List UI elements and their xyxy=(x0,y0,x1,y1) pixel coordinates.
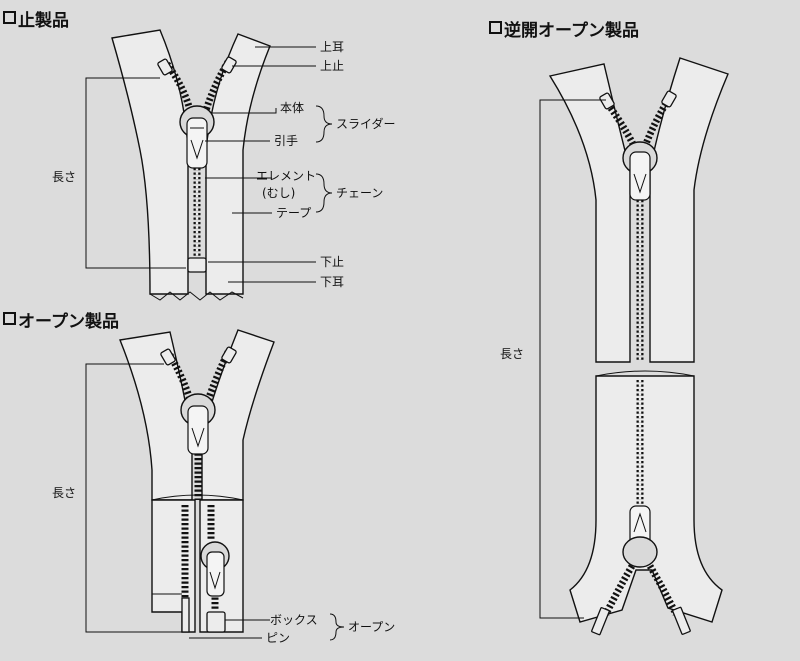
closed-slider xyxy=(179,105,215,169)
label-element: エレメント xyxy=(256,169,316,183)
reverse-title: 逆開オープン製品 xyxy=(504,20,639,41)
open-length-label: 長さ xyxy=(52,486,76,500)
open-title-box-icon xyxy=(3,312,16,325)
label-pull-tab: 引手 xyxy=(274,134,298,148)
label-body: 本体 xyxy=(280,101,304,115)
open-slider-upper xyxy=(180,393,216,455)
closed-length-label: 長さ xyxy=(52,170,76,184)
open-title: オープン製品 xyxy=(18,311,119,332)
closed-length-bracket xyxy=(85,77,186,269)
label-top-stop: 上止 xyxy=(320,59,344,73)
closed-title-box-icon xyxy=(3,11,16,24)
reverse-title-box-icon xyxy=(489,21,502,34)
bottom-stop xyxy=(187,257,207,273)
open-zipper-section: オープン製品 長 xyxy=(3,311,395,645)
closed-tape xyxy=(111,29,189,295)
reverse-slider-top xyxy=(622,141,658,201)
reverse-length-label: 長さ xyxy=(500,347,524,361)
label-bottom-end: 下耳 xyxy=(320,275,344,289)
reverse-length-bracket xyxy=(539,99,606,619)
closed-title: 止製品 xyxy=(18,10,69,31)
open-length-bracket xyxy=(85,363,182,633)
open-slider-lower xyxy=(200,541,230,597)
label-chain: チェーン xyxy=(336,186,383,200)
top-stop-left xyxy=(157,58,173,76)
pin-part xyxy=(181,597,190,633)
closed-tape-right xyxy=(205,33,271,295)
top-stop-right xyxy=(221,56,237,74)
label-open-part: オープン xyxy=(348,620,395,634)
label-slider: スライダー xyxy=(336,116,396,131)
label-bottom-stop: 下止 xyxy=(320,255,344,269)
closed-zipper-section: 止製品 長さ xyxy=(3,10,396,301)
label-top-end: 上耳 xyxy=(320,40,344,54)
box-part xyxy=(206,611,226,633)
label-tape: テープ xyxy=(276,206,311,220)
reverse-open-zipper-section: 逆開オープン製品 xyxy=(489,20,729,636)
label-pin: ピン xyxy=(266,631,290,645)
label-element-sub: (むし) xyxy=(262,186,295,200)
reverse-slider-bottom xyxy=(622,505,658,568)
label-box: ボックス xyxy=(270,613,318,627)
